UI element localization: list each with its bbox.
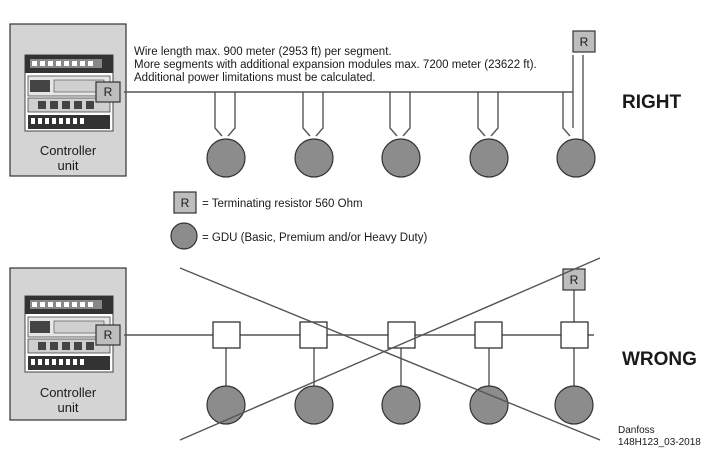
- gdu-bottom-2: [294, 385, 334, 425]
- controller-label-line2: unit: [58, 158, 79, 173]
- status-wrong-label: WRONG: [622, 349, 697, 370]
- gdu-bottom-1: [206, 385, 246, 425]
- note-line-1: Wire length max. 900 meter (2953 ft) per…: [134, 46, 392, 58]
- controller-device-icon: [24, 54, 114, 132]
- resistor-symbol: R: [580, 35, 589, 49]
- gdu-bottom-4: [469, 385, 509, 425]
- gdu-top-2: [294, 138, 334, 178]
- right-wiring-diagram: Controller unit R R: [9, 23, 682, 178]
- controller-device-icon: [24, 295, 114, 373]
- gdu-bottom-3: [381, 385, 421, 425]
- gdu-top-5: [556, 138, 596, 178]
- note-line-3: Additional power limitations must be cal…: [134, 72, 376, 84]
- controller-unit-bottom: Controller unit: [9, 267, 127, 421]
- terminating-resistor-controller-bottom: R: [95, 324, 121, 346]
- legend-resistor-icon: [173, 191, 197, 214]
- resistor-symbol: R: [570, 273, 579, 287]
- terminating-resistor-controller-top: R: [95, 81, 121, 103]
- note-line-2: More segments with additional expansion …: [134, 59, 537, 71]
- legend-resistor-text: = Terminating resistor 560 Ohm: [202, 198, 363, 210]
- junction-box-4: [474, 321, 503, 349]
- gdu-top-1: [206, 138, 246, 178]
- controller-label-line1: Controller: [40, 143, 97, 158]
- controller-label-line1: Controller: [40, 385, 97, 400]
- resistor-symbol: R: [104, 328, 113, 342]
- resistor-symbol: R: [181, 196, 190, 210]
- bus-wiring-top: [124, 55, 584, 140]
- wrong-wiring-diagram: Controller unit R R: [9, 257, 697, 441]
- terminating-resistor-end-top: R: [572, 30, 596, 53]
- wrong-cross-mark: [179, 257, 601, 441]
- credit-brand: Danfoss: [618, 425, 655, 436]
- bus-wiring-bottom: [124, 290, 594, 386]
- legend-gdu-text: = GDU (Basic, Premium and/or Heavy Duty): [202, 232, 427, 244]
- status-right-label: RIGHT: [622, 92, 682, 113]
- gdu-top-4: [469, 138, 509, 178]
- controller-label-line2: unit: [58, 400, 79, 415]
- gdu-top-3: [381, 138, 421, 178]
- resistor-symbol: R: [104, 85, 113, 99]
- gdu-bottom-5: [554, 385, 594, 425]
- junction-boxes: [212, 321, 589, 349]
- junction-box-5: [560, 321, 589, 349]
- legend-gdu-icon: [170, 222, 198, 250]
- junction-box-1: [212, 321, 241, 349]
- controller-unit-top: Controller unit: [9, 23, 127, 177]
- legend: R = Terminating resistor 560 Ohm = GDU (…: [170, 191, 427, 250]
- credit-code: 148H123_03-2018: [618, 437, 701, 448]
